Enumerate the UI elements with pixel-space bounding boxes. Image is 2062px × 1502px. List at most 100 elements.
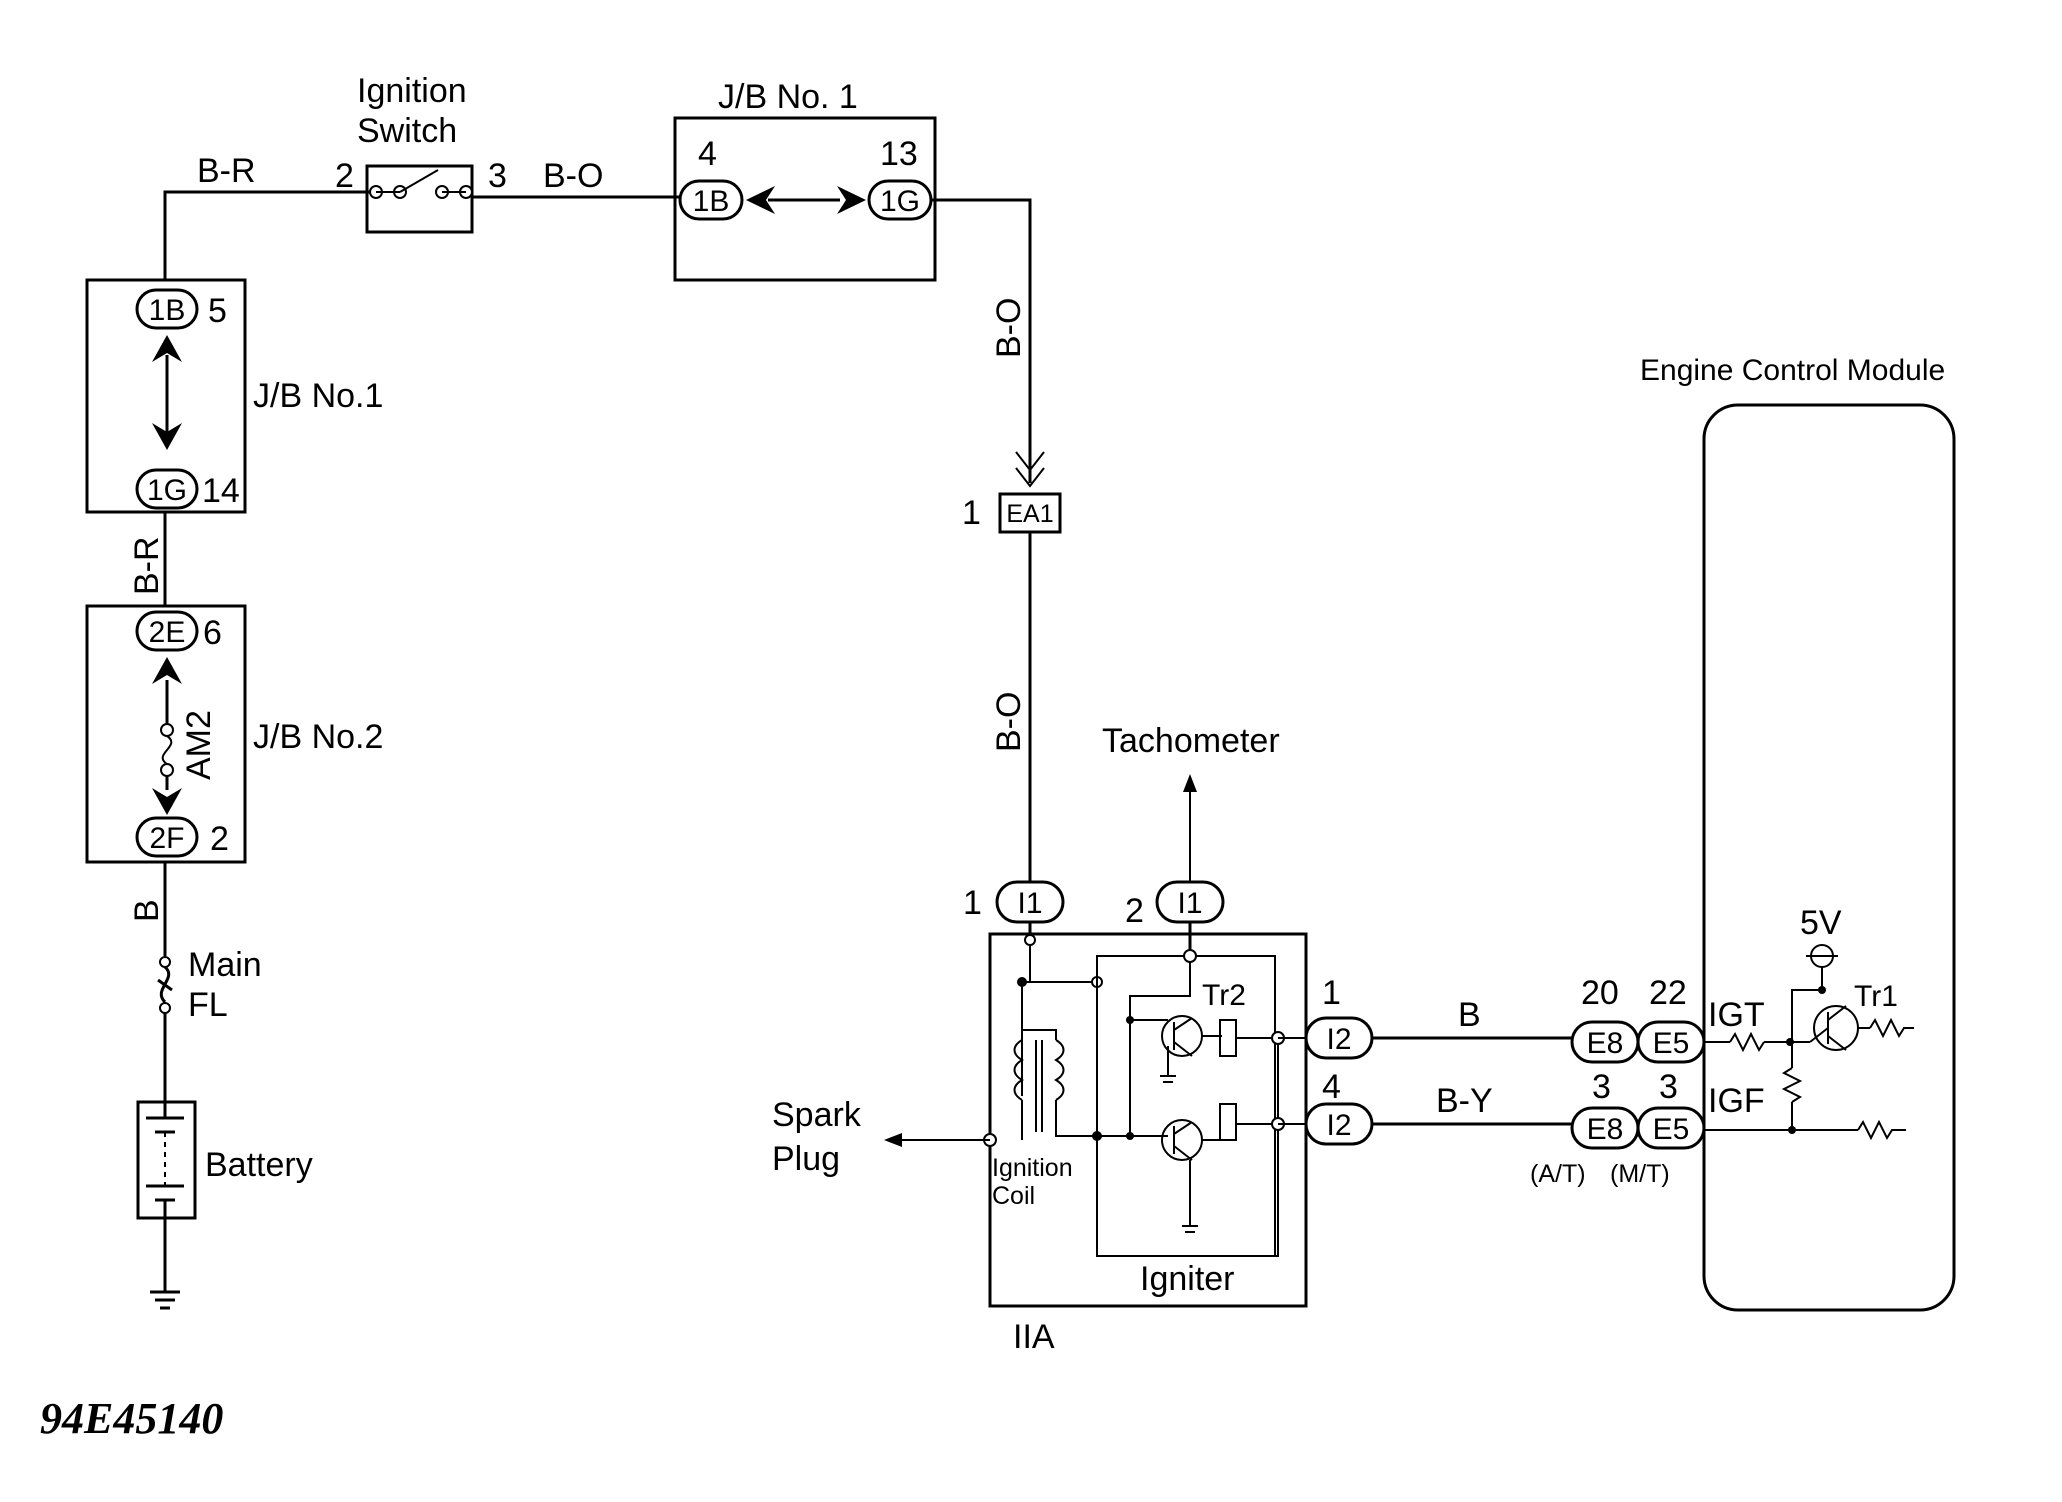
- tachometer-label: Tachometer: [1102, 722, 1280, 760]
- igf-label: IGF: [1708, 1082, 1765, 1120]
- connector-i1-left: 1 I1: [963, 880, 1065, 924]
- connector-jb1-left-top: 1B 5: [135, 288, 227, 330]
- tachometer-arrow: [1183, 774, 1197, 792]
- connector-e5-bottom: 3 E5: [1636, 1068, 1706, 1150]
- svg-text:13: 13: [880, 135, 918, 173]
- ignition-switch-label-1: Ignition: [357, 72, 467, 110]
- connector-e5-top: 22 E5: [1636, 974, 1706, 1064]
- svg-text:1: 1: [962, 494, 981, 532]
- igniter-relay-top: [1219, 1019, 1237, 1057]
- connector-e8-top: 20 E8: [1570, 974, 1640, 1064]
- jb1-top-label: J/B No. 1: [718, 78, 858, 116]
- svg-text:I1: I1: [1017, 887, 1042, 920]
- wire-label-bo-vertical-1: B-O: [990, 298, 1028, 358]
- connector-e8-bottom: 3 E8: [1570, 1068, 1640, 1150]
- svg-text:E8: E8: [1587, 1113, 1624, 1146]
- svg-text:1G: 1G: [880, 185, 920, 218]
- connector-ea1: 1 EA1: [962, 492, 1062, 534]
- iia-box: [988, 932, 1308, 1308]
- igniter-box: [1096, 955, 1276, 1257]
- svg-text:14: 14: [202, 472, 240, 510]
- transmission-at-label: (A/T): [1530, 1160, 1586, 1188]
- ignition-coil-label-2: Coil: [992, 1182, 1035, 1210]
- igniter-circuit: Tr2: [1097, 962, 1285, 1257]
- ground-symbol-battery: [150, 1290, 180, 1310]
- ignition-coil-label-1: Ignition: [992, 1154, 1073, 1182]
- transistor-tr2: Tr2: [1160, 979, 1246, 1083]
- svg-text:3: 3: [1592, 1068, 1611, 1106]
- svg-text:2: 2: [1125, 892, 1144, 930]
- svg-text:I2: I2: [1326, 1109, 1351, 1142]
- switch-pin-right: 3: [488, 157, 507, 195]
- transistor-tr1: Tr1: [1809, 980, 1914, 1051]
- battery-label: Battery: [205, 1146, 313, 1184]
- connector-jb2-bottom: 2F 2: [135, 816, 229, 858]
- svg-text:E8: E8: [1587, 1027, 1624, 1060]
- igt-label: IGT: [1708, 996, 1765, 1034]
- connector-jb1-left-bottom: 1G 14: [135, 468, 240, 510]
- jb1-top-arrow-left: [746, 186, 775, 214]
- connector-i2-top: 1 I2: [1304, 974, 1374, 1060]
- jb1-left-arrow-up: [152, 335, 182, 362]
- iia-label: IIA: [1013, 1318, 1055, 1356]
- svg-text:20: 20: [1581, 974, 1619, 1012]
- reference-number: 94E45140: [40, 1394, 223, 1443]
- spark-plug-label-2: Plug: [772, 1140, 840, 1178]
- svg-text:4: 4: [698, 135, 717, 173]
- tr1-label: Tr1: [1854, 980, 1898, 1013]
- jb1-top: J/B No. 1 4 1B 13 1G: [673, 78, 937, 282]
- ecm-label: Engine Control Module: [1640, 354, 1945, 387]
- jb2-arrow-down: [152, 788, 182, 815]
- svg-text:5: 5: [208, 292, 227, 330]
- ignition-switch-box: [365, 164, 474, 234]
- ignition-switch-contact: [399, 169, 439, 193]
- svg-text:1: 1: [963, 884, 982, 922]
- connector-jb1-top-left: 4 1B: [678, 135, 744, 221]
- svg-text:1G: 1G: [147, 474, 187, 507]
- resistor-igf: [1857, 1119, 1906, 1141]
- wire-label-br-left: B-R: [128, 536, 166, 595]
- ignition-coil: Ignition Coil: [992, 1029, 1097, 1210]
- jb1-top-arrow-right: [837, 186, 866, 214]
- svg-text:2F: 2F: [149, 822, 184, 855]
- spark-plug-arrow: [884, 1133, 902, 1147]
- main-fl-label-1: Main: [188, 946, 262, 984]
- resistor-igt: [1729, 1031, 1765, 1053]
- igniter-relay-bottom: [1219, 1103, 1237, 1141]
- ignition-switch-label-2: Switch: [357, 112, 457, 150]
- svg-text:1: 1: [1322, 974, 1341, 1012]
- svg-text:E5: E5: [1653, 1113, 1690, 1146]
- supply-5v-label: 5V: [1800, 904, 1842, 942]
- svg-text:I1: I1: [1177, 887, 1202, 920]
- jb2-arrow-up: [152, 657, 182, 684]
- svg-text:E5: E5: [1653, 1027, 1690, 1060]
- igniter-label: Igniter: [1140, 1260, 1235, 1298]
- iia-assembly: IIA Igniter Ignition Coil Spark: [772, 922, 1308, 1356]
- wire-label-bo-vertical-2: B-O: [990, 692, 1028, 752]
- transmission-mt-label: (M/T): [1610, 1160, 1670, 1188]
- svg-text:2: 2: [210, 820, 229, 858]
- connector-jb1-top-right: 13 1G: [867, 135, 933, 221]
- fuse-am2: AM2: [160, 710, 218, 780]
- main-fl-label-2: FL: [188, 986, 228, 1024]
- ignition-switch: Ignition Switch: [357, 72, 474, 234]
- spark-plug-label-1: Spark: [772, 1096, 862, 1134]
- tr2-label: Tr2: [1202, 979, 1246, 1012]
- jb2-label: J/B No.2: [253, 718, 383, 756]
- engine-control-module: Engine Control Module IGT IGF Tr1 5V: [1640, 354, 1956, 1312]
- wire-label-bo-top: B-O: [543, 157, 603, 195]
- fuse-am2-label: AM2: [180, 710, 218, 780]
- svg-text:6: 6: [203, 614, 222, 652]
- wire-label-b-igt: B: [1458, 996, 1481, 1034]
- connector-jb2-top: 2E 6: [135, 610, 222, 652]
- svg-text:1B: 1B: [693, 185, 730, 218]
- battery: Battery: [136, 1100, 313, 1220]
- ecm-box: [1702, 403, 1956, 1312]
- wire-label-by-igf: B-Y: [1436, 1082, 1493, 1120]
- resistor-pullup: [1781, 1067, 1803, 1103]
- svg-text:3: 3: [1659, 1068, 1678, 1106]
- svg-text:22: 22: [1649, 974, 1687, 1012]
- connector-i1-right: 2 I1: [1125, 880, 1225, 930]
- svg-text:EA1: EA1: [1006, 500, 1053, 528]
